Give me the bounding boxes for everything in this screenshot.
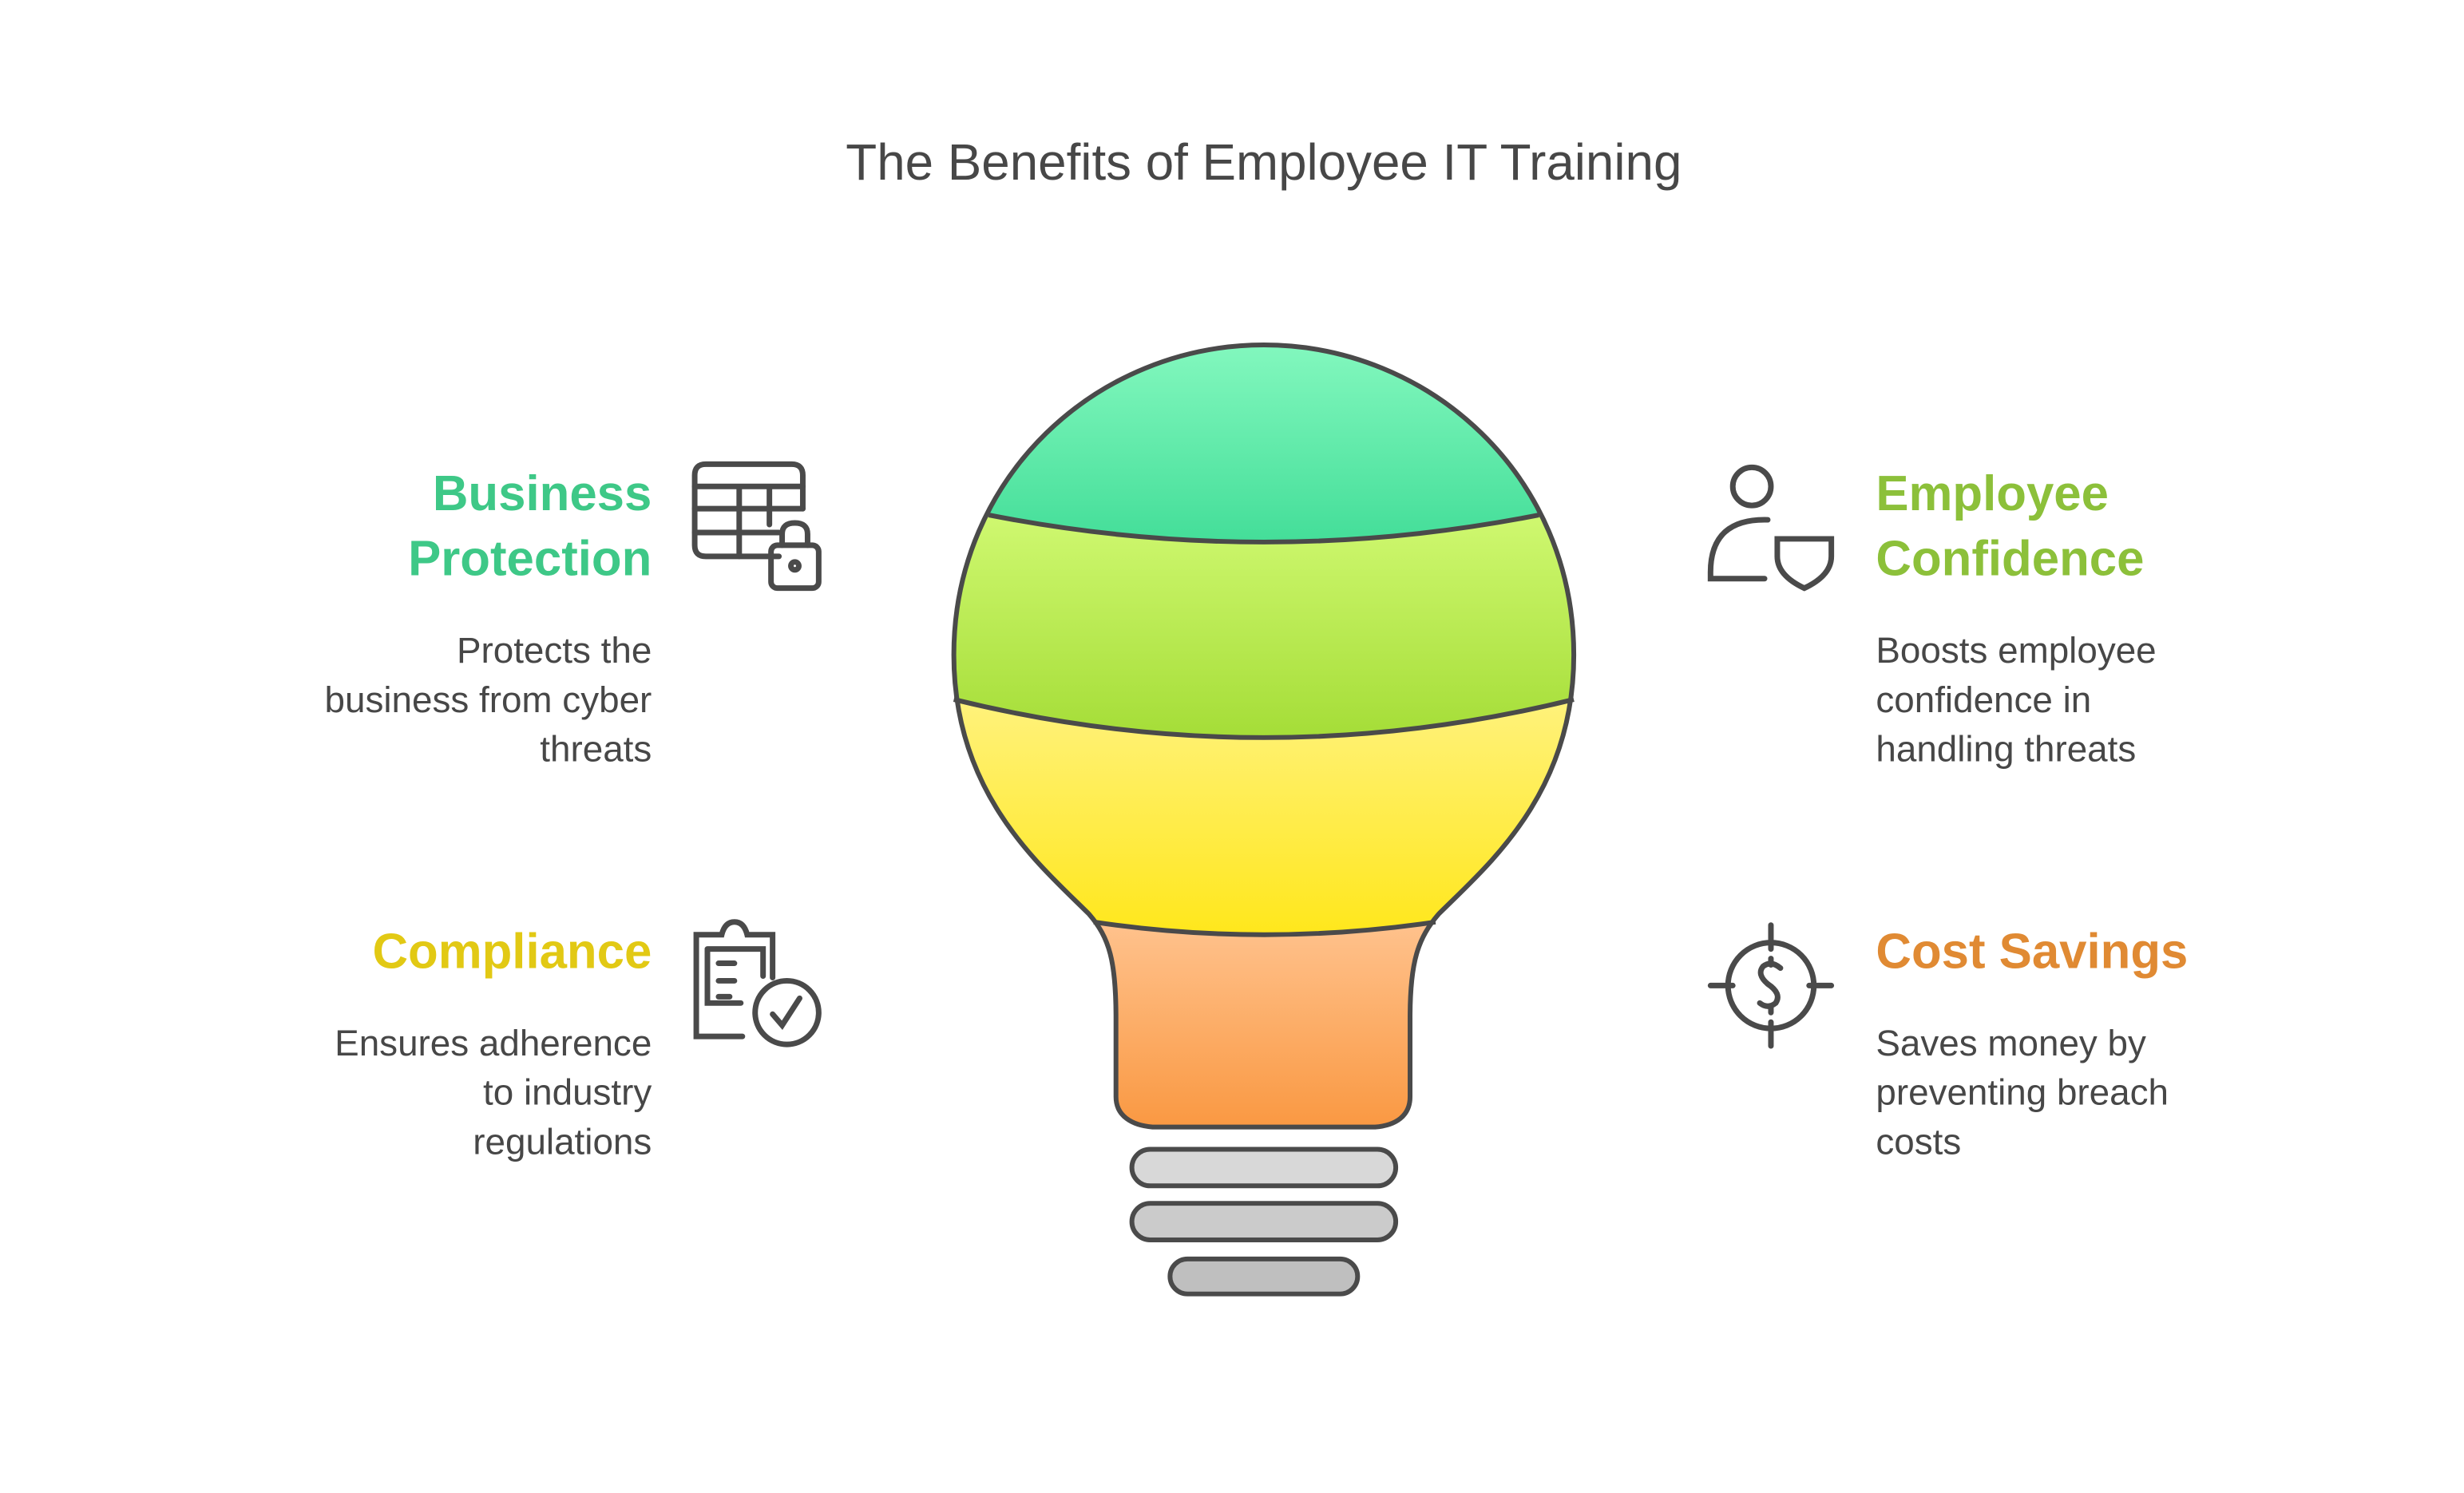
benefit-description: Saves money by preventing breach costs: [1876, 1019, 2352, 1166]
clipboard-check-icon: [693, 919, 822, 1047]
description-line: business from cyber: [324, 679, 652, 720]
benefit-heading: Business Protection: [175, 461, 652, 591]
heading-line: Business: [432, 465, 652, 522]
bulb-base-ring-1: [1129, 1146, 1399, 1189]
benefit-compliance: Compliance Ensures adherence to industry…: [175, 919, 652, 1167]
description-line: Ensures adherence: [335, 1022, 652, 1063]
benefit-description: Ensures adherence to industry regulation…: [175, 1019, 652, 1166]
description-line: threats: [540, 727, 652, 770]
description-line: regulations: [473, 1120, 652, 1162]
benefit-heading: Employee Confidence: [1876, 461, 2352, 591]
bulb-base-ring-3: [1167, 1256, 1361, 1297]
heading-line: Compliance: [372, 923, 652, 980]
benefit-cost-savings: Cost Savings Saves money by preventing b…: [1876, 919, 2352, 1167]
bulb-band-4: [953, 921, 1575, 1127]
description-line: preventing breach: [1876, 1071, 2169, 1113]
description-line: Protects the: [456, 629, 652, 671]
heading-line: Cost Savings: [1876, 923, 2189, 980]
bulb-band-2: [953, 515, 1575, 747]
description-line: Saves money by: [1876, 1022, 2146, 1063]
description-line: costs: [1876, 1120, 1962, 1162]
description-line: to industry: [483, 1071, 652, 1113]
diagram-title: The Benefits of Employee IT Training: [846, 133, 1682, 191]
benefit-employee-confidence: Employee Confidence Boosts employee conf…: [1876, 461, 2352, 774]
benefit-heading: Cost Savings: [1876, 919, 2352, 984]
heading-line: Confidence: [1876, 530, 2145, 587]
benefit-business-protection: Business Protection Protects the busines…: [175, 461, 652, 774]
description-line: Boosts employee: [1876, 629, 2157, 671]
dollar-target-icon: [1707, 922, 1835, 1049]
heading-line: Employee: [1876, 465, 2109, 522]
bulb-band-3: [953, 699, 1575, 954]
description-line: handling threats: [1876, 727, 2137, 770]
benefit-heading: Compliance: [175, 919, 652, 984]
table-lock-icon: [691, 461, 822, 592]
description-line: confidence in: [1876, 679, 2092, 720]
user-shield-icon: [1707, 464, 1835, 592]
benefit-description: Protects the business from cyber threats: [175, 626, 652, 774]
benefit-description: Boosts employee confidence in handling t…: [1876, 626, 2352, 774]
bulb-base-ring-2: [1129, 1201, 1399, 1242]
heading-line: Protection: [408, 530, 652, 587]
